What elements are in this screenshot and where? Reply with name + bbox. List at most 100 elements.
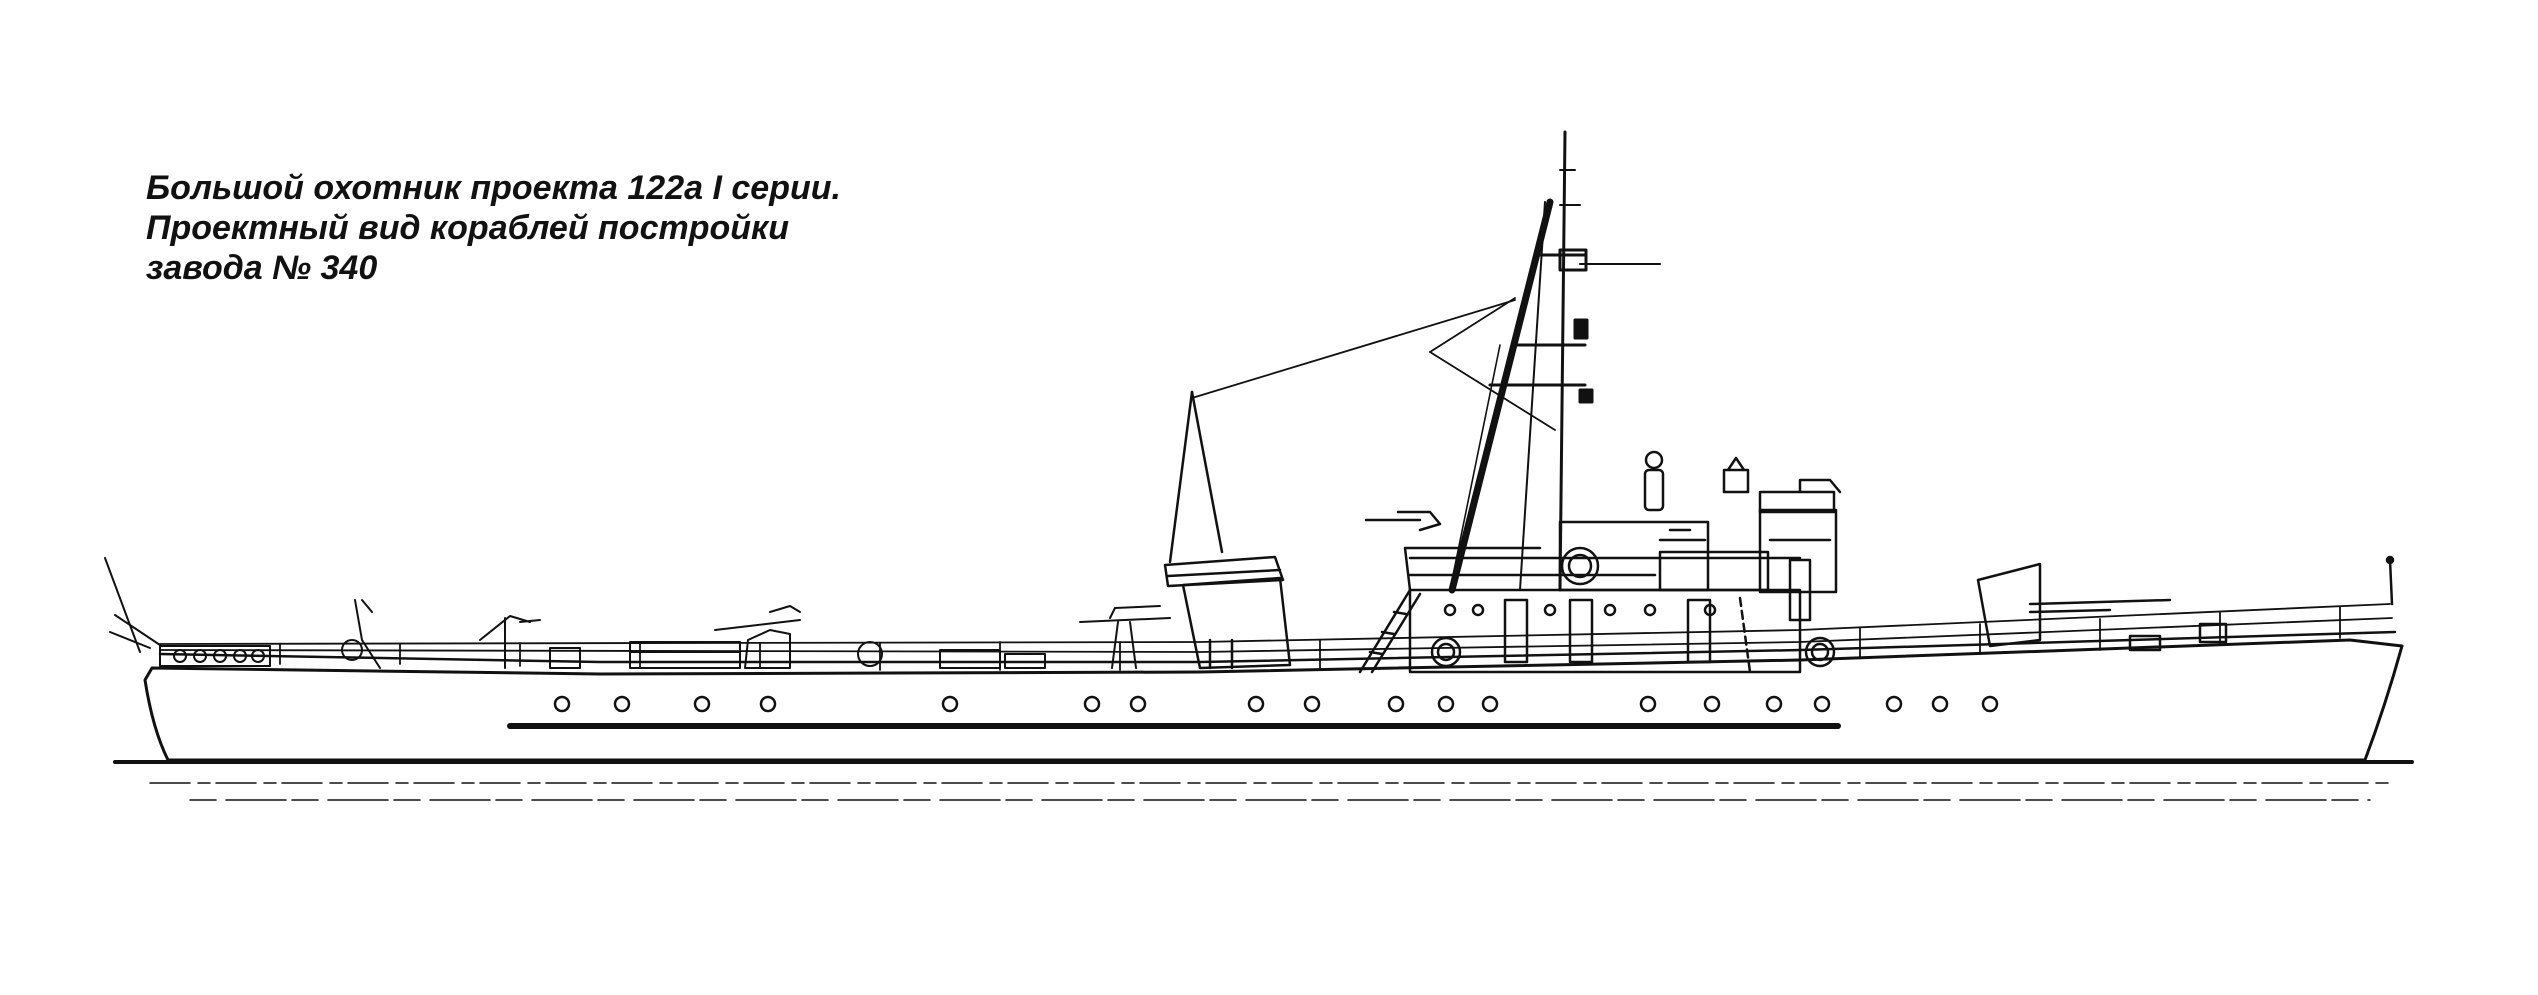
midship-gun-barrel <box>1080 606 1170 622</box>
deckhouse-door <box>1505 600 1527 662</box>
stern-davit <box>115 615 160 645</box>
bridge-machine-gun <box>1366 512 1440 530</box>
depth-charge <box>194 650 206 662</box>
life-ring-inner <box>1569 555 1591 577</box>
deck-box <box>940 650 1000 668</box>
smoke-generator <box>342 640 362 660</box>
funnel-cap-band <box>1168 570 1280 576</box>
bridge-top <box>1760 492 1834 512</box>
porthole <box>943 697 957 711</box>
stern-flagstaff <box>105 558 140 652</box>
depth-charge <box>174 650 186 662</box>
bow-jackstaff-top <box>2387 557 2393 563</box>
mast-leg-rear <box>1452 202 1550 590</box>
searchlight-head <box>1646 452 1662 468</box>
porthole <box>1815 697 1829 711</box>
bow-gun-barrel <box>2030 610 2110 612</box>
water-surface <box>115 762 2412 800</box>
funnel <box>1165 392 1290 668</box>
aft-crane <box>355 600 380 668</box>
midship-gun-pedestal <box>1130 622 1136 668</box>
caption-line-2: Проектный вид кораблей постройки <box>146 209 790 247</box>
porthole <box>555 697 569 711</box>
mast-stay <box>1450 345 1500 590</box>
porthole <box>761 697 775 711</box>
mast-leg-front <box>1520 202 1545 590</box>
deckhouse-porthole <box>1445 605 1455 615</box>
mast-light <box>1575 320 1587 338</box>
aft-gun-mount <box>745 630 790 668</box>
bow-gun-barrel <box>2030 600 2170 604</box>
depth-charge <box>252 650 264 662</box>
porthole <box>1983 697 1997 711</box>
deckhouse-porthole <box>1605 605 1615 615</box>
antenna-wire <box>1430 352 1555 430</box>
ladder-step <box>1370 652 1382 654</box>
caption-line-1: Большой охотник проекта 122а I серии. <box>146 169 841 207</box>
deckhouse-porthole <box>1705 605 1715 615</box>
funnel-mast-right <box>1192 392 1222 552</box>
midship-gun <box>1080 606 1170 668</box>
deckhouse-door <box>1790 560 1810 620</box>
porthole <box>1389 697 1403 711</box>
life-ring <box>1562 548 1598 584</box>
life-ring-inner <box>1438 644 1454 660</box>
bridge-ladder <box>1360 590 1420 672</box>
main-mast <box>1450 132 1660 590</box>
aft-machine-gun <box>480 616 540 668</box>
bow-gun-shield <box>1978 564 2040 646</box>
deck-box <box>1005 654 1045 668</box>
midship-gun-pedestal <box>1112 622 1118 668</box>
porthole <box>1131 697 1145 711</box>
chart-house <box>1760 510 1836 592</box>
aft-gun-barrel <box>715 606 800 630</box>
drawing-caption: Большой охотник проекта 122а I серии. Пр… <box>146 168 841 288</box>
antenna-wire <box>1430 298 1515 352</box>
funnel-mast-left <box>1170 392 1192 562</box>
porthole <box>1641 697 1655 711</box>
caption-line-3: завода № 340 <box>146 249 378 287</box>
depth-charge-rack <box>160 646 270 666</box>
antenna-wire <box>1192 300 1515 398</box>
stern-equipment <box>105 558 580 668</box>
bridge-front <box>1660 552 1768 590</box>
ladder-step <box>1394 612 1406 614</box>
aft-deck-box <box>550 648 580 668</box>
deckhouse-door <box>1688 600 1710 662</box>
porthole <box>1439 697 1453 711</box>
bridge-machine-gun <box>1660 530 1705 540</box>
funnel-casing <box>1183 578 1290 668</box>
depth-charge <box>234 650 246 662</box>
railing-mid-rail <box>160 618 2392 652</box>
deck-sheer-line <box>160 632 2395 662</box>
funnel-cap <box>1165 557 1283 586</box>
porthole <box>695 697 709 711</box>
deckhouse-porthole <box>1473 605 1483 615</box>
bow-jackstaff <box>2390 560 2392 604</box>
deckhouse-porthole <box>1645 605 1655 615</box>
porthole <box>1705 697 1719 711</box>
mast-pole <box>1560 132 1565 590</box>
portholes <box>555 697 1997 711</box>
life-ring <box>1432 638 1460 666</box>
mast-light <box>1580 390 1592 402</box>
ladder-step <box>1382 632 1394 634</box>
superstructure <box>1360 452 1840 672</box>
depth-charge-launcher <box>630 642 740 668</box>
aft-weapons <box>630 606 1045 668</box>
reel-drum <box>858 642 882 666</box>
compass-binnacle <box>1724 458 1748 492</box>
bow-anchor-windlass <box>2200 624 2226 642</box>
deckhouse-porthole <box>1545 605 1555 615</box>
bridge-rangefinder <box>1800 480 1840 492</box>
mast-radar-platform <box>1560 250 1586 270</box>
depth-charge <box>214 650 226 662</box>
porthole <box>1933 697 1947 711</box>
porthole <box>1767 697 1781 711</box>
porthole <box>1887 697 1901 711</box>
stern-davit <box>110 632 150 648</box>
porthole <box>615 697 629 711</box>
deckhouse-door <box>1570 600 1592 662</box>
life-ring-inner <box>1812 644 1828 660</box>
